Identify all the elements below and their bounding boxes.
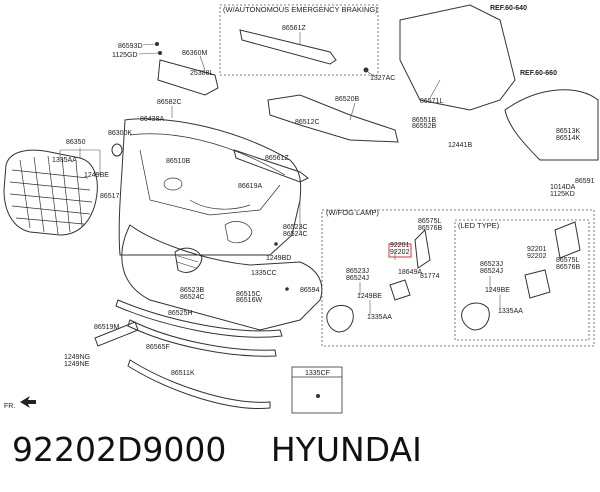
strip-86561z-top — [239, 29, 337, 65]
aeb-section-frame — [219, 4, 379, 76]
label-86514k: 86514K — [556, 135, 580, 142]
label-86565f: 86565F — [146, 344, 170, 351]
label-92202-b: 92202 — [527, 253, 547, 260]
fog-lamp-section-frame — [321, 209, 595, 347]
label-86575l-b: 86575L — [556, 257, 579, 264]
label-86300k: 86300K — [108, 130, 132, 137]
part-number: 92202D9000 — [12, 430, 227, 469]
label-25388l: 25388L — [190, 70, 213, 77]
carrier-86571l — [399, 4, 516, 111]
label-86523c: 86523C — [283, 224, 308, 231]
label-86438a: 86438A — [140, 116, 164, 123]
ref-60-660: REF.60-660 — [520, 70, 557, 77]
skid-plate-86525h — [115, 299, 283, 338]
label-86619a: 86619A — [238, 183, 262, 190]
label-86523j-b: 86523J — [480, 261, 503, 268]
label-86511k: 86511K — [171, 370, 195, 377]
label-92201-a: 92201 — [390, 242, 410, 249]
ref-60-640: REF.60-640 — [490, 5, 527, 12]
label-86524j-a: 86524J — [346, 275, 369, 282]
label-1125gd: 1125GD — [112, 52, 138, 59]
radiator-grille — [3, 149, 98, 236]
label-86576b-b: 86576B — [556, 264, 580, 271]
label-86523b: 86523B — [180, 287, 204, 294]
label-86561z-mid: 86561Z — [265, 155, 289, 162]
label-86350: 86350 — [66, 139, 86, 146]
led-section-frame — [454, 219, 590, 341]
moulding-86511k — [127, 359, 271, 410]
label-86571l: 86571L — [420, 98, 443, 105]
bracket-86360m — [157, 59, 219, 96]
lower-bumper — [121, 224, 323, 331]
label-86520b: 86520B — [335, 96, 359, 103]
fender-ref — [504, 89, 599, 161]
aeb-header: (W/AUTONOMOUS EMERGENCY BRAKING) — [223, 5, 378, 14]
part-1335cf-box — [291, 366, 343, 414]
led-fog-lamp-assembly — [461, 221, 581, 331]
label-1249ne: 1249NE — [64, 361, 90, 368]
label-12441b: 12441B — [448, 142, 472, 149]
label-81774: 81774 — [420, 273, 440, 280]
label-86515c: 86515C — [236, 291, 261, 298]
label-1014da: 1014DA — [550, 184, 576, 191]
label-86525h: 86525H — [168, 310, 193, 317]
part-caption: 92202D9000 HYUNDAI — [12, 430, 456, 480]
absorber-86520b — [267, 94, 399, 143]
label-86513k: 86513K — [556, 128, 580, 135]
label-86552b: 86552B — [412, 123, 436, 130]
label-1249be-c: 1249BE — [485, 287, 510, 294]
label-92202-a: 92202 — [390, 249, 410, 256]
label-86519m: 86519M — [94, 324, 119, 331]
label-86516w: 86516W — [236, 297, 262, 304]
strip-86561z-mid — [233, 149, 309, 183]
label-1335aa-a: 1335AA — [52, 157, 77, 164]
label-86576b-a: 86576B — [418, 225, 442, 232]
label-86524j-b: 86524J — [480, 268, 503, 275]
highlight-92202 — [388, 243, 412, 258]
brand-name: HYUNDAI — [270, 430, 422, 469]
label-86551b: 86551B — [412, 117, 436, 124]
label-1335cf: 1335CF — [305, 370, 330, 377]
label-86524c: 86524C — [283, 231, 308, 238]
label-1249be-a: 1249BE — [84, 172, 109, 179]
front-bumper-cover — [118, 118, 302, 256]
label-1249ng: 1249NG — [64, 354, 90, 361]
label-86591: 86591 — [575, 178, 595, 185]
label-86575l-a: 86575L — [418, 218, 441, 225]
fog-header: (W/FOG LAMP) — [326, 208, 379, 217]
label-86510b: 86510B — [166, 158, 190, 165]
label-92201-b: 92201 — [527, 246, 547, 253]
label-fr: FR. — [4, 403, 15, 410]
label-1335aa-b: 1335AA — [367, 314, 392, 321]
lip-86565f — [127, 319, 277, 357]
label-86524c-b: 86524C — [180, 294, 205, 301]
fr-arrow-icon — [20, 396, 36, 408]
parts-diagram: (W/AUTONOMOUS EMERGENCY BRAKING) (W/FOG … — [3, 4, 599, 414]
label-1125kd: 1125KD — [550, 191, 575, 198]
label-1335cc: 1335CC — [251, 270, 277, 277]
label-86517: 86517 — [100, 193, 120, 200]
label-86360m: 86360M — [182, 50, 207, 57]
label-86561z-top: 86561Z — [282, 25, 306, 32]
label-86593d: 86593D — [118, 43, 143, 50]
emblem-86300k — [111, 143, 123, 157]
label-86594: 86594 — [300, 287, 320, 294]
label-86523j-a: 86523J — [346, 268, 369, 275]
label-1335aa-c: 1335AA — [498, 308, 523, 315]
led-header: (LED TYPE) — [458, 221, 500, 230]
label-18649a: 18649A — [398, 269, 422, 276]
label-1249bd: 1249BD — [266, 255, 291, 262]
label-86582c: 86582C — [157, 99, 182, 106]
label-1249be-b: 1249BE — [357, 293, 382, 300]
fog-lamp-assembly — [326, 228, 431, 333]
plate-86519m — [94, 321, 139, 347]
label-1327ac: 1327AC — [370, 75, 395, 82]
label-86512c: 86512C — [295, 119, 320, 126]
